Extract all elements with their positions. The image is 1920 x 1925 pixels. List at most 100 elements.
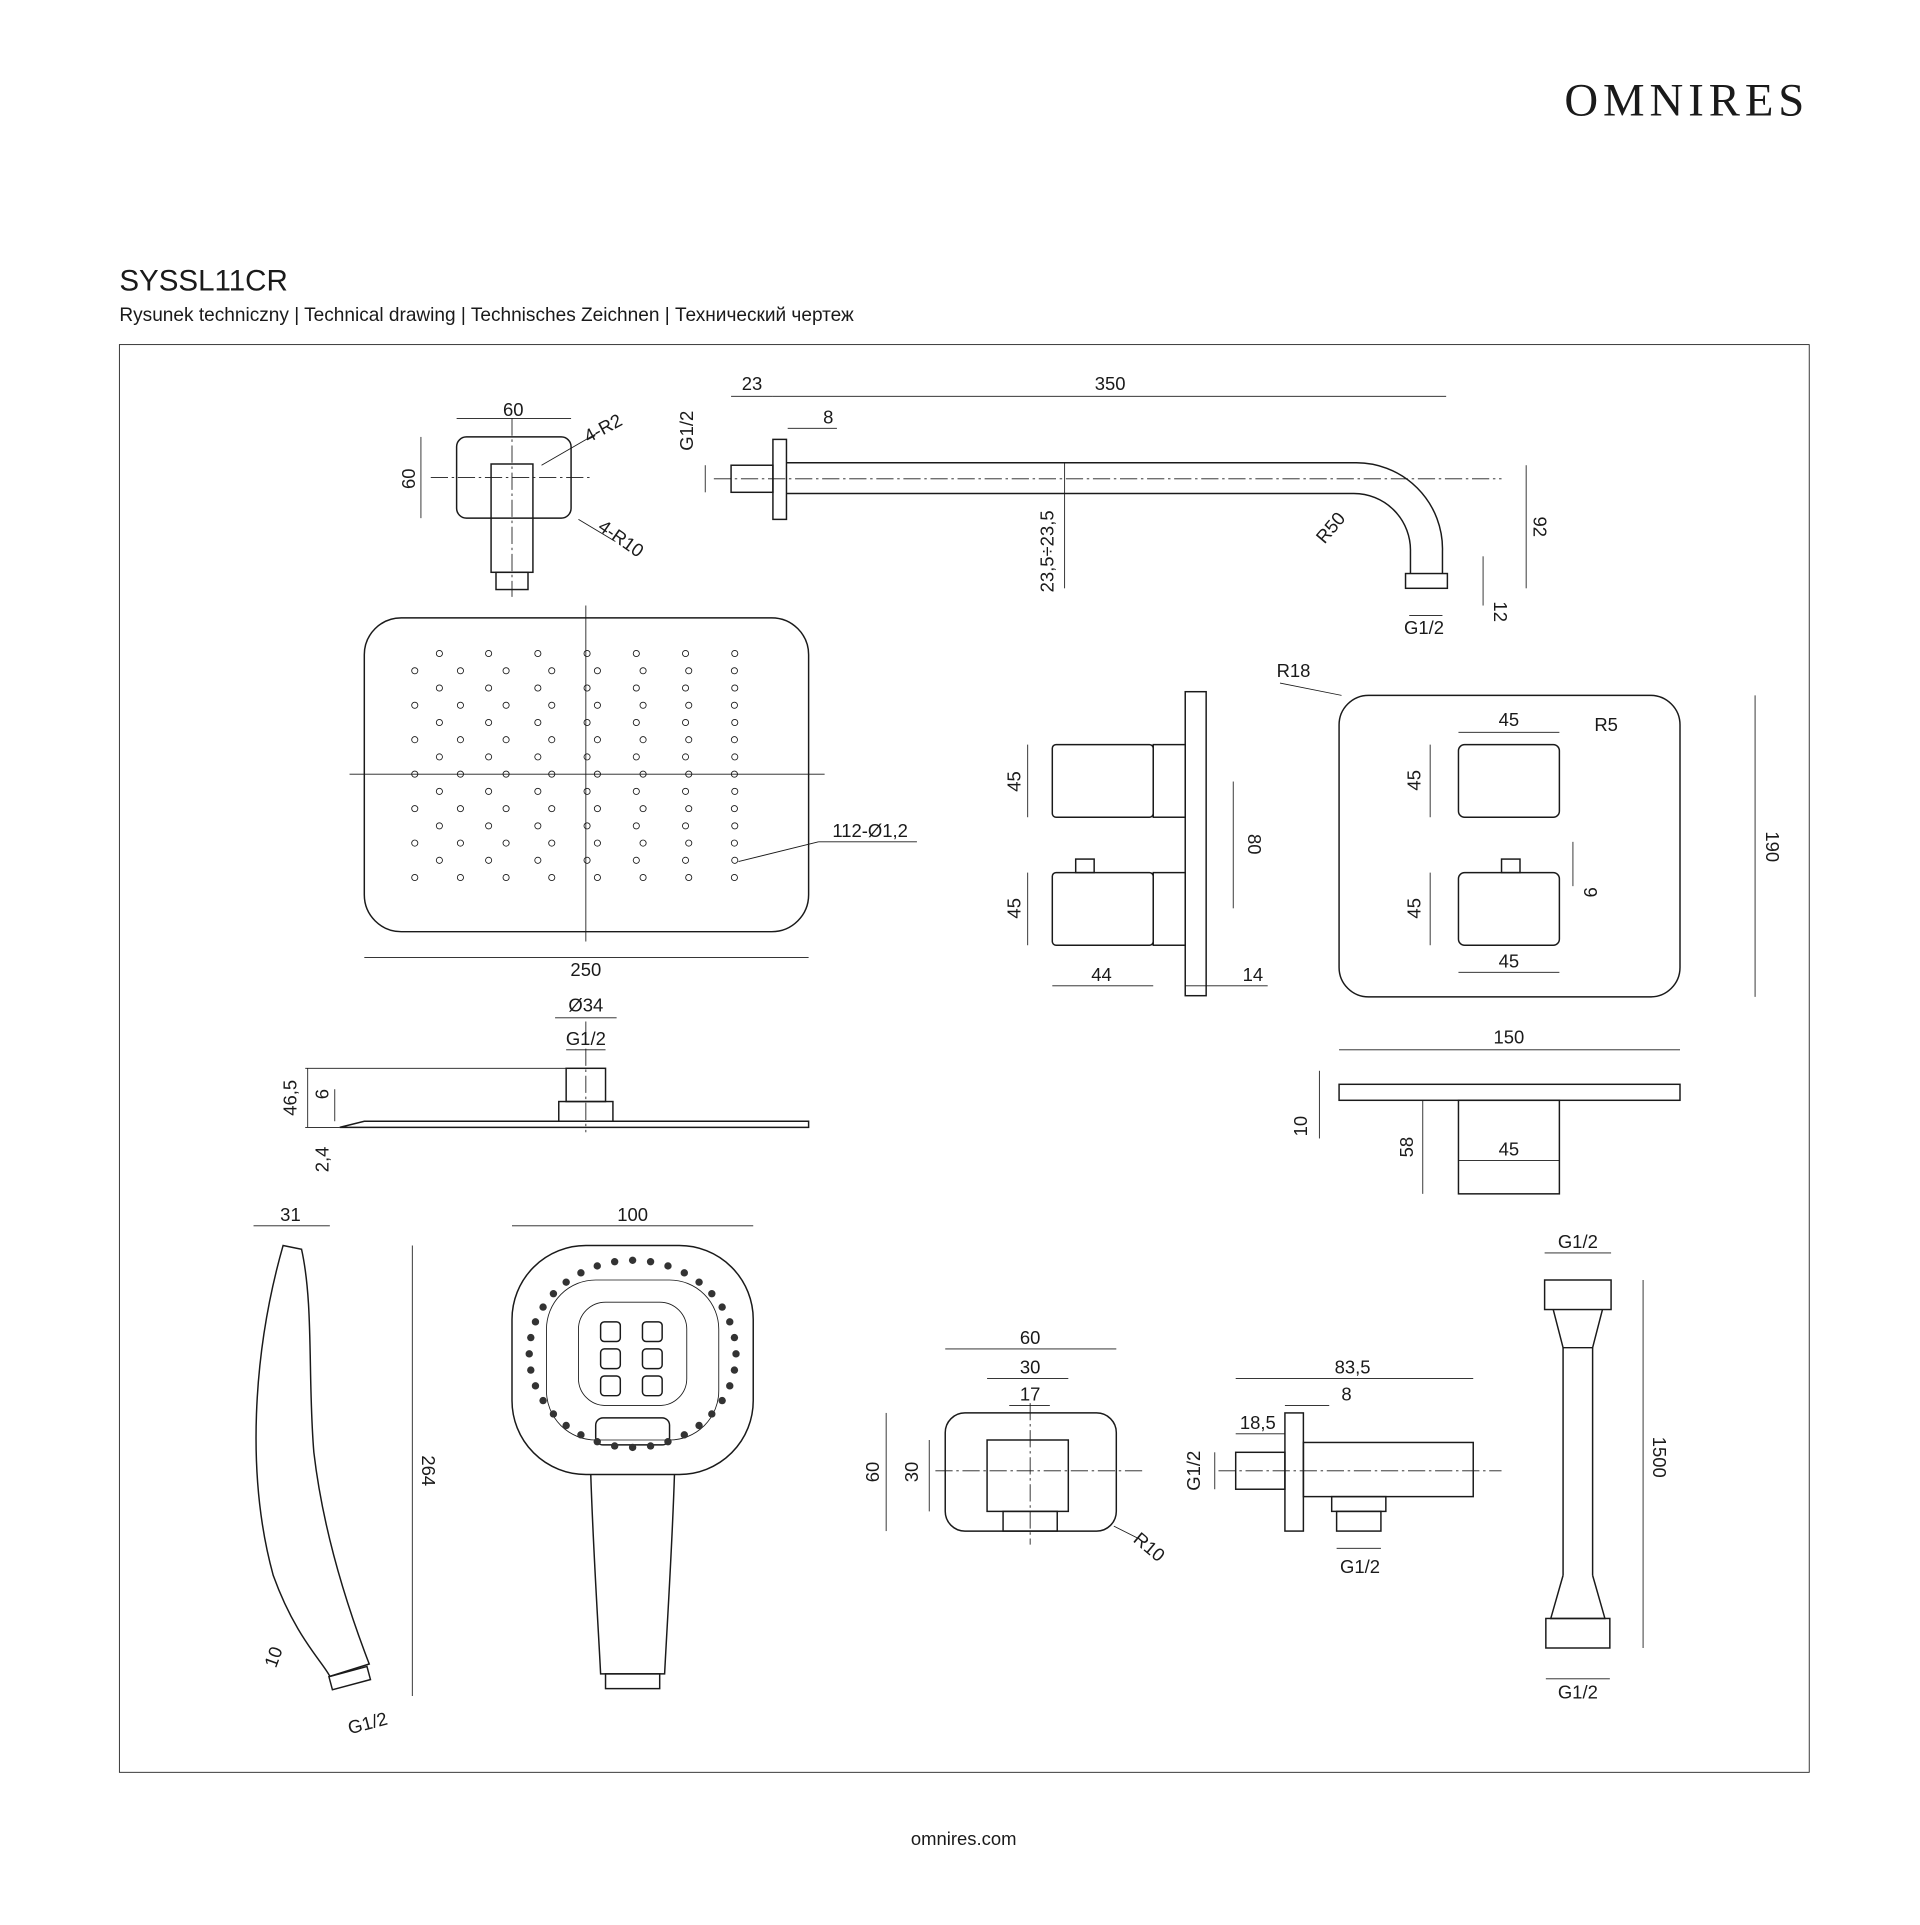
dim-hose-length: 1500 [1649,1437,1670,1478]
nozzle-hole [730,874,738,882]
nozzle-hole [411,805,419,813]
dim-thermo-height: 190 [1762,831,1783,862]
nozzle-hole [593,805,601,813]
nozzle-dot [562,1421,570,1430]
nozzle-hole [485,684,493,692]
dim-outlet-height: 60 [862,1462,883,1483]
nozzle-hole [502,736,510,744]
dim-head-height: 46,5 [280,1080,301,1116]
dim-arm-flange: 23 [742,373,763,394]
nozzle-hole [502,839,510,847]
nozzle-hole [593,770,601,778]
nozzle-hole [456,736,464,744]
nozzle-dot [646,1258,655,1266]
nozzle-hole [731,856,739,864]
nozzle-dot [539,1396,547,1405]
dim-bracket-width: 60 [503,399,524,420]
nozzle-dot [562,1278,570,1286]
dim-hand-tip: 10 [260,1644,287,1670]
nozzle-hole [435,787,443,795]
product-code: SYSSL11CR [119,264,287,297]
center-nozzle [641,1348,663,1370]
nozzle-dot [646,1442,655,1450]
nozzle-hole [730,667,738,675]
nozzle-hole [730,701,738,709]
nozzle-hole [548,770,556,778]
nozzle-hole [548,874,556,882]
nozzle-dot [531,1318,540,1326]
dim-thermo-knob-width1: 45 [1499,709,1520,730]
nozzle-hole [731,753,739,761]
nozzle-hole [456,667,464,675]
dim-arm-thread-out: G1/2 [1404,617,1444,638]
nozzle-hole [435,822,443,830]
dim-thermo-spacing: 80 [1244,834,1265,855]
dim-outlet-radius: R10 [1130,1528,1169,1566]
nozzle-dot [695,1278,703,1286]
dim-arm-drop: 92 [1530,517,1551,538]
thermostat-front-view: R18 45 R5 45 45 9 45 190 [1277,660,1783,998]
dim-outlet-thread-in: G1/2 [1183,1451,1204,1491]
nozzle-dot [726,1382,734,1390]
dim-plate-thickness: 10 [1290,1116,1311,1137]
dim-head-connector-dia: Ø34 [568,995,603,1016]
nozzle-dot [527,1333,535,1342]
nozzle-dot [539,1303,547,1311]
nozzle-dot [664,1438,672,1446]
dim-arm-thread-in: G1/2 [676,411,697,451]
nozzle-hole [682,787,690,795]
dim-thermo-r5: R5 [1594,714,1618,735]
shower-head-top-view: 112-Ø1,2 250 [349,605,917,980]
nozzle-hole [639,839,647,847]
nozzle-hole [456,770,464,778]
dim-arm-diameter: 23,5÷23,5 [1037,510,1058,592]
nozzle-hole [456,839,464,847]
footer-url[interactable]: omnires.com [911,1828,1017,1849]
nozzle-hole [583,822,591,830]
nozzle-dot [664,1262,672,1270]
nozzle-dot [628,1443,637,1452]
nozzle-hole [502,701,510,709]
nozzle-hole [682,856,690,864]
nozzle-hole [502,805,510,813]
dim-thermo-depth: 44 [1091,964,1112,985]
nozzle-dot [531,1382,540,1390]
nozzle-hole [411,874,419,882]
nozzle-hole [485,718,493,726]
wall-outlet-side-view: 83,5 8 18,5 G1/2 G1/2 [1183,1357,1502,1577]
nozzle-hole [485,787,493,795]
nozzle-hole [682,753,690,761]
nozzle-hole [485,856,493,864]
nozzle-dot [718,1303,726,1311]
nozzle-hole [682,718,690,726]
nozzle-dot [680,1269,688,1277]
dim-hose-bottom-thread: G1/2 [1558,1681,1598,1702]
nozzle-hole [731,718,739,726]
nozzle-hole [593,736,601,744]
dim-arm-radius: R50 [1311,508,1349,547]
nozzle-hole [730,770,738,778]
nozzle-hole [731,822,739,830]
nozzle-dot [680,1431,688,1439]
nozzle-hole [632,787,640,795]
nozzle-dot [708,1410,716,1418]
dim-arm-end: 12 [1490,601,1511,622]
nozzle-dot [726,1318,734,1326]
nozzle-hole [685,736,693,744]
drawing-frame [118,344,1810,1773]
shower-arm-view: 23 350 8 G1/2 23,5÷23,5 R50 92 12 G1/2 [676,373,1551,638]
nozzle-hole [502,770,510,778]
nozzle-dot [549,1410,558,1418]
nozzle-hole [435,650,443,658]
nozzle-hole [548,736,556,744]
subtitle: Rysunek techniczny | Technical drawing |… [119,305,854,326]
dim-thermo-knob2: 45 [1003,898,1024,919]
dim-bracket-r10: 4-R10 [595,515,648,561]
nozzle-hole [534,787,542,795]
nozzle-hole [639,770,647,778]
nozzle-hole [593,874,601,882]
nozzle-hole [548,667,556,675]
nozzle-hole [632,822,640,830]
nozzle-hole [682,822,690,830]
dim-knob-width: 45 [1499,1139,1520,1160]
